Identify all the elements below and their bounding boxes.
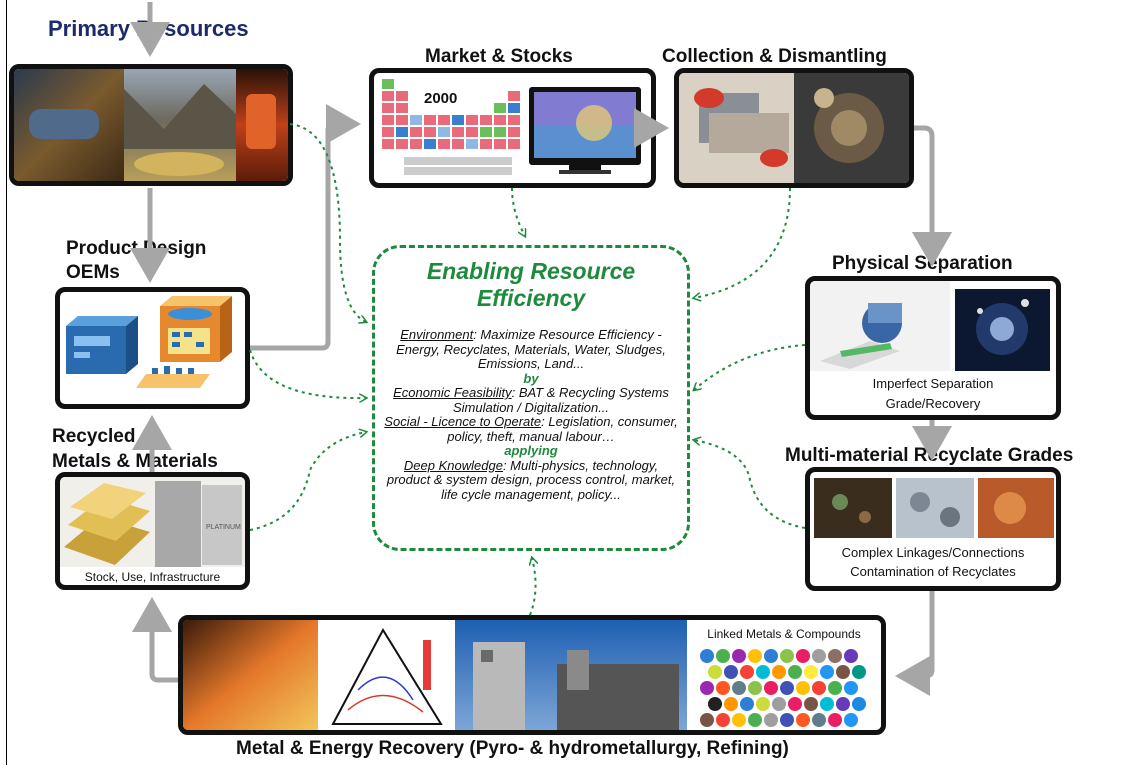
box-metal-energy-recovery: Linked Metals & Compounds (178, 615, 886, 735)
box-physical-separation (805, 276, 1061, 420)
dashed-design-to-center (249, 349, 366, 398)
metallurgy-photos: Linked Metals & Compounds (183, 620, 881, 730)
server-box-icon (66, 316, 138, 374)
caption-stock-use: Stock, Use, Infrastructure (84, 570, 221, 584)
center-body: Environment: Maximize Resource Efficienc… (381, 327, 681, 502)
caption-imperfect-separation: Imperfect Separation (872, 376, 994, 391)
television-icon (529, 87, 641, 174)
caption-grade-recovery: Grade/Recovery (885, 396, 981, 411)
separation-machine-photos (810, 281, 1050, 371)
title-recycled: Recycled (52, 426, 136, 447)
deep-text: : Multi-physics, technology, product & s… (386, 457, 676, 502)
box-collection-dismantling (674, 68, 914, 188)
social-label: Social - Licence to Operate (384, 414, 542, 429)
recyclate-photos (814, 478, 1054, 538)
mining-photos (14, 69, 288, 181)
title-market-stocks: Market & Stocks (425, 46, 573, 67)
box-recyclate-grades (805, 467, 1061, 591)
box-product-design (55, 287, 250, 409)
arrow-grades-to-recovery (895, 591, 935, 696)
left-border-line (6, 0, 7, 765)
circuit-board-icon (136, 366, 210, 388)
applying-label: applying (504, 443, 558, 458)
arrow-collection-to-separation (912, 125, 952, 267)
econ-text: : BAT & Recycling Systems Simulation / D… (452, 385, 669, 415)
arrow-design-to-market (250, 104, 361, 351)
platinum-label: PLATINUM (206, 524, 241, 531)
env-text: : Maximize Resource Efficiency - Energy,… (396, 327, 666, 371)
linked-metals-label: Linked Metals & Compounds (707, 627, 860, 641)
dashed-recycled-to-center (249, 432, 366, 531)
by-label: by (523, 370, 539, 386)
social-text: : Legislation, consumer, policy, theft, … (447, 414, 678, 444)
dashed-market-to-center (511, 187, 525, 236)
center-heading-line2: Efficiency (476, 285, 586, 311)
dismantling-photos (679, 73, 909, 183)
center-heading-line1: Enabling Resource (426, 258, 636, 284)
env-label: Environment (400, 327, 474, 342)
year-label: 2000 (424, 90, 457, 107)
box-recycled-metals: PLATINUM (55, 472, 250, 590)
metal-element-bubbles (700, 649, 866, 727)
deep-label: Deep Knowledge (403, 457, 503, 473)
box-market-stocks: 2000 (369, 68, 656, 188)
circuit-box-icon (160, 296, 232, 362)
center-heading: Enabling Resource Efficiency (375, 258, 687, 312)
caption-complex-linkages: Complex Linkages/Connections (841, 545, 1025, 560)
dashed-collection-to-center (694, 187, 791, 298)
dashed-separation-to-center (694, 344, 806, 390)
arrow-recovery-to-recycled (132, 597, 178, 683)
econ-label: Economic Feasibility (393, 385, 512, 400)
product-design-icons (66, 296, 232, 388)
periodic-table-icon (382, 79, 520, 175)
dashed-grades-to-center (694, 440, 806, 529)
dashed-primary-to-center (289, 123, 366, 322)
metal-bars-photo: PLATINUM (60, 477, 245, 567)
periodic-table-and-tv-image: 2000 (382, 79, 641, 175)
caption-contamination: Contamination of Recyclates (850, 564, 1016, 579)
title-metals-materials: Metals & Materials (52, 451, 218, 472)
title-collection-dismantling: Collection & Dismantling (662, 46, 887, 67)
center-enabling-resource-efficiency: Enabling Resource Efficiency Environment… (372, 245, 690, 551)
dashed-recovery-to-center (530, 558, 536, 616)
title-oems: OEMs (66, 262, 120, 283)
title-metal-energy-recovery: Metal & Energy Recovery (Pyro- & hydrome… (236, 738, 789, 759)
